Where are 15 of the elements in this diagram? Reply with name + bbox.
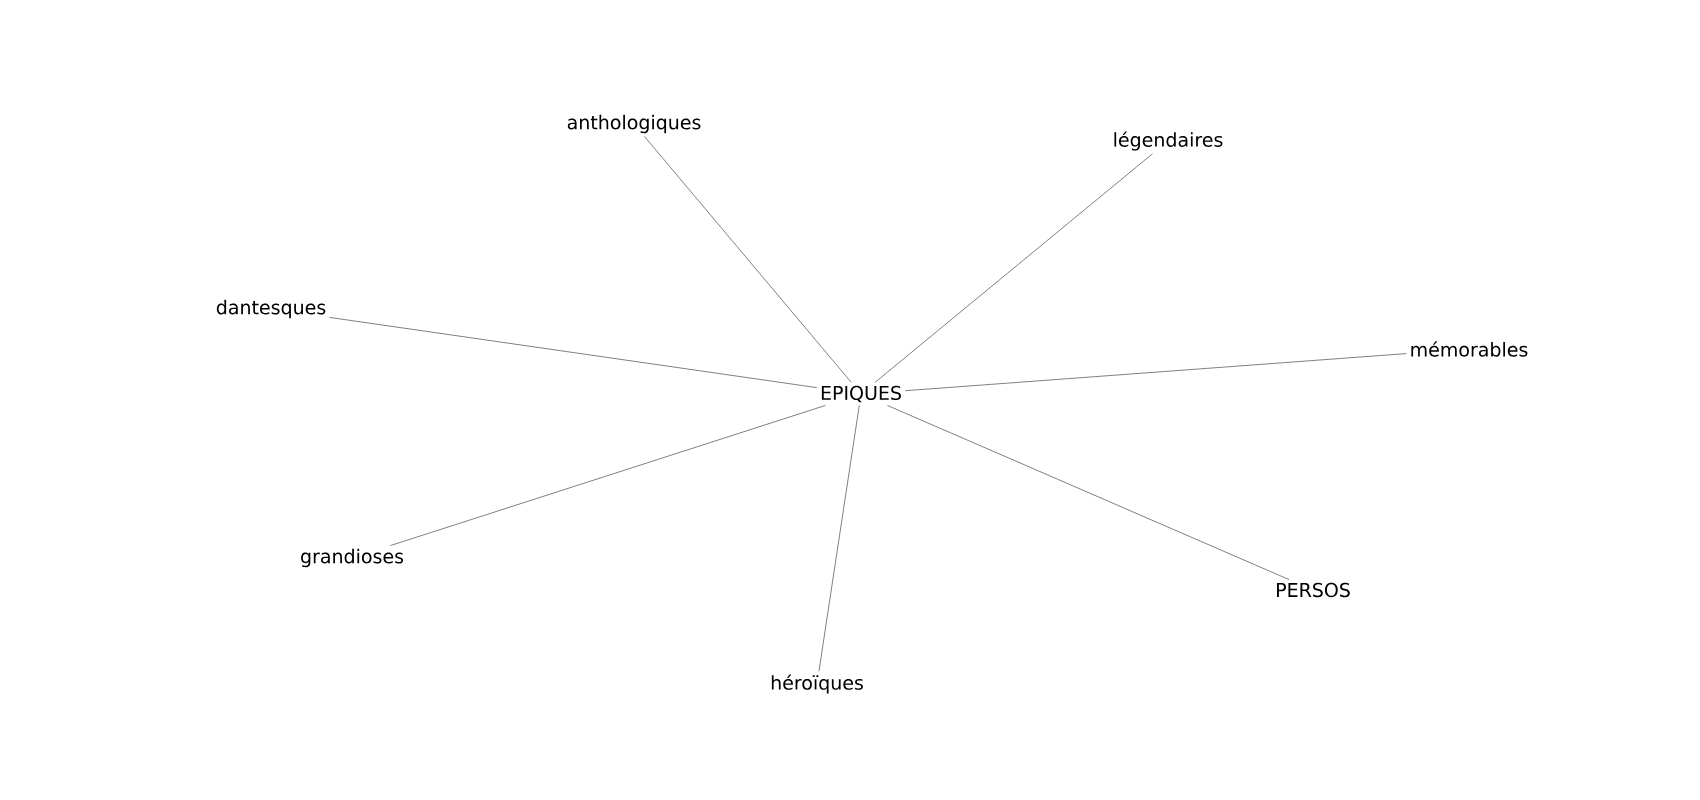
word-label: grandioses <box>301 548 404 568</box>
connector-line <box>328 316 818 389</box>
connector-line <box>886 404 1290 581</box>
connector-line <box>818 404 860 672</box>
connector-line <box>874 153 1153 383</box>
word-label: mémorables <box>1411 341 1528 357</box>
word-label: EPIQUES <box>821 385 901 403</box>
word-label: PERSOS <box>1277 582 1350 598</box>
connector-line <box>643 135 852 383</box>
word-label: anthologiques <box>567 114 701 134</box>
connector-line <box>904 353 1407 392</box>
word-label: dantesques <box>216 299 326 319</box>
connector-line <box>389 404 826 547</box>
word-label: héroïques <box>771 674 863 694</box>
word-label: légendaires <box>1114 131 1223 151</box>
